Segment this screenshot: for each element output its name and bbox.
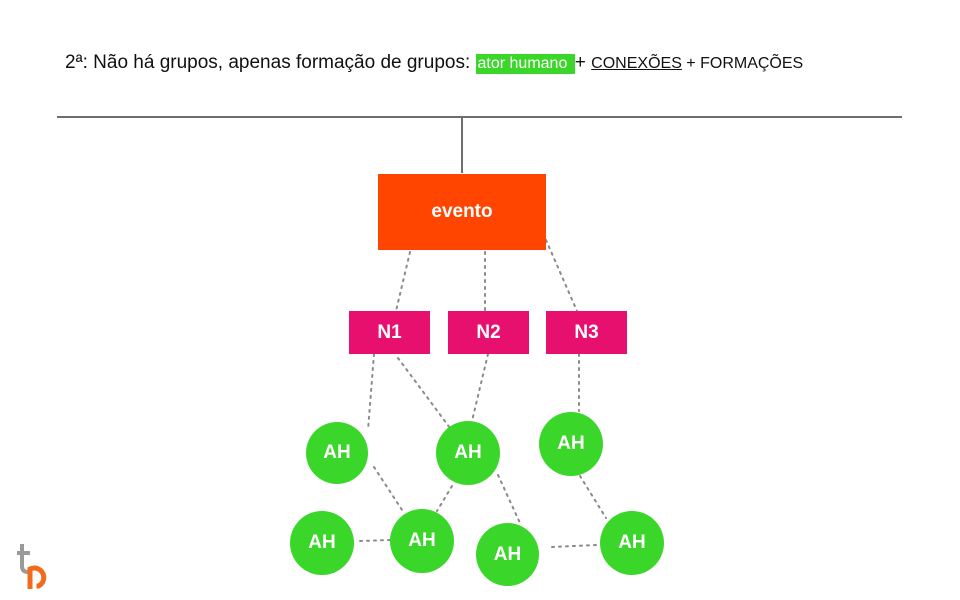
actor-node-ah-6: AH [476, 523, 539, 586]
actor-node-ah-7: AH [600, 511, 664, 575]
title-conexoes: CONEXÕES [591, 55, 682, 72]
connector-ah6-ah7 [551, 544, 597, 548]
vertical-connector-line [461, 117, 463, 173]
connector-ah3-ah7 [579, 475, 607, 519]
connector-evento-n3 [545, 239, 578, 312]
tp-logo [17, 544, 47, 589]
actor-node-ah-4: AH [290, 511, 354, 575]
connector-n2-ah2 [471, 353, 489, 422]
horizontal-divider-line [57, 116, 902, 118]
actor-node-ah-5: AH [390, 509, 454, 573]
actor-node-ah-3: AH [539, 412, 603, 476]
event-box: evento [378, 174, 546, 250]
connector-evento-n1 [395, 251, 411, 312]
connector-n1-ah1 [367, 353, 375, 431]
connector-ah2-ah6 [497, 474, 521, 524]
title-highlight-ator-humano: ator humano [475, 54, 575, 74]
actor-node-ah-2: AH [436, 421, 500, 485]
node-n3: N3 [546, 311, 627, 354]
connector-n1-ah2 [397, 357, 451, 429]
node-n1: N1 [349, 311, 430, 354]
title-plus: + [574, 52, 592, 73]
slide-title: 2ª: Não há grupos, apenas formação de gr… [65, 52, 803, 74]
connector-ah1-ah5 [373, 466, 405, 514]
node-n2: N2 [448, 311, 529, 354]
title-formacoes: + FORMAÇÕES [681, 55, 804, 72]
connector-ah4-ah5 [359, 539, 391, 542]
title-prefix: 2ª: Não há grupos, apenas formação de gr… [65, 52, 476, 73]
actor-node-ah-1: AH [306, 422, 368, 484]
connector-ah2-ah5 [436, 485, 453, 512]
